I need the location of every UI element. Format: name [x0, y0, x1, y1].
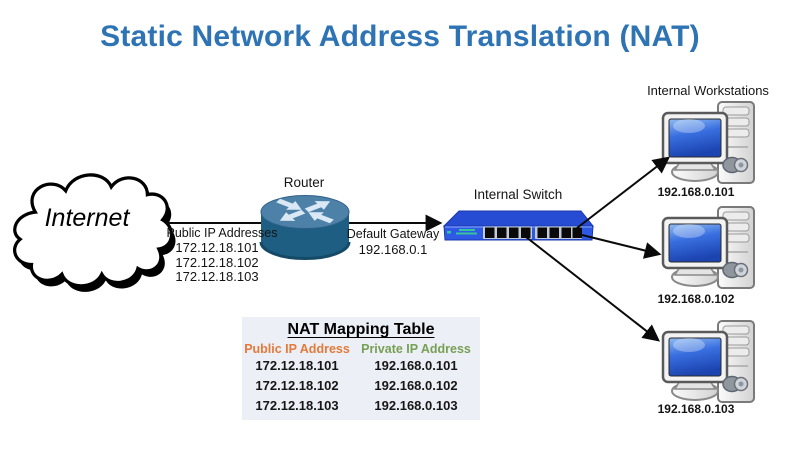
- workstation-icon-2: [661, 205, 756, 290]
- workstation-icon-3: [661, 319, 756, 404]
- page-title: Static Network Address Translation (NAT): [100, 20, 700, 53]
- workstation-ip-2: 192.168.0.102: [657, 292, 735, 306]
- router-icon: [259, 195, 351, 260]
- nat-header-private: Private IP Address: [361, 342, 471, 356]
- public-ips-heading: Public IP Addresses: [166, 226, 278, 240]
- public-ip-3: 172.12.18.103: [175, 269, 259, 285]
- nat-table-row: 172.12.18.102 192.168.0.102: [242, 376, 480, 396]
- nat-table-row: 172.12.18.103 192.168.0.103: [242, 396, 480, 416]
- nat-table-row: 172.12.18.101 192.168.0.101: [242, 356, 480, 376]
- arrow-switch-workstation3: [525, 236, 661, 342]
- nat-row2-private: 192.168.0.102: [374, 378, 458, 393]
- default-gateway-label: Default Gateway 192.168.0.1: [343, 227, 443, 257]
- nat-row3-public: 172.12.18.103: [255, 398, 339, 413]
- workstation-ip-3: 192.168.0.103: [657, 402, 735, 416]
- nat-row2-public: 172.12.18.102: [255, 378, 339, 393]
- switch-label: Internal Switch: [473, 187, 563, 202]
- switch-status-leds: [447, 229, 477, 235]
- public-ip-list: 172.12.18.101 172.12.18.102 172.12.18.10…: [167, 240, 267, 285]
- gateway-ip: 192.168.0.1: [358, 242, 428, 257]
- public-ip-2: 172.12.18.102: [175, 254, 259, 270]
- nat-header-public: Public IP Address: [244, 342, 350, 356]
- arrow-switch-workstation1: [576, 156, 671, 229]
- switch-icon: [442, 210, 595, 241]
- internet-cloud-icon: [13, 173, 176, 292]
- public-ip-1: 172.12.18.101: [175, 240, 259, 255]
- arrow-switch-workstation2: [581, 234, 662, 259]
- nat-row1-private: 192.168.0.101: [374, 358, 458, 373]
- internet-label: Internet: [44, 204, 130, 232]
- workstation-ip-1: 192.168.0.101: [657, 185, 735, 199]
- nat-table-title: NAT Mapping Table: [287, 321, 435, 338]
- nat-mapping-table: NAT Mapping Table Public IP Address Priv…: [242, 317, 480, 420]
- workstations-heading: Internal Workstations: [647, 83, 769, 98]
- router-label: Router: [283, 175, 325, 190]
- nat-row1-public: 172.12.18.101: [255, 358, 339, 373]
- nat-table-headers: Public IP Address Private IP Address: [242, 342, 480, 356]
- gateway-caption: Default Gateway: [346, 227, 440, 241]
- nat-row3-private: 192.168.0.103: [374, 398, 458, 413]
- workstation-icon-1: [661, 100, 756, 185]
- switch-ports: [485, 227, 582, 238]
